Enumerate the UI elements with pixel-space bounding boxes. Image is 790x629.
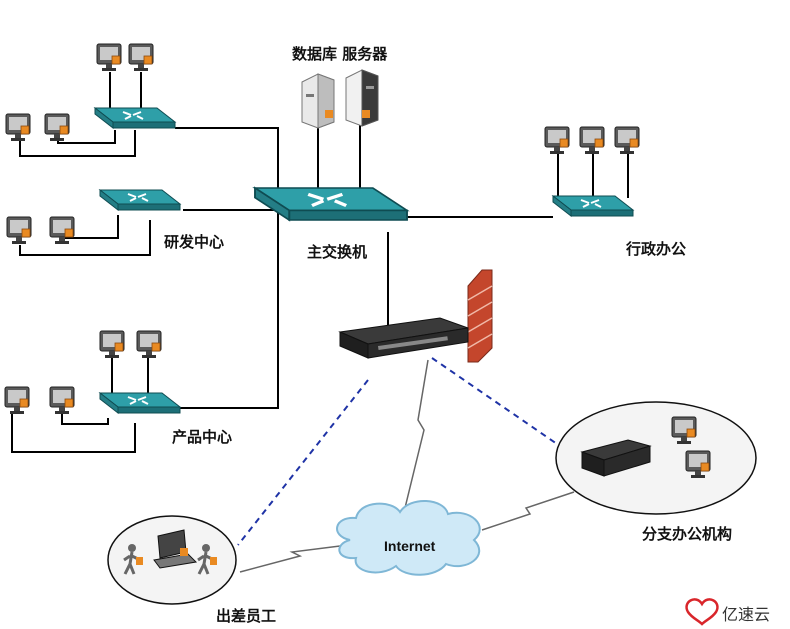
monitor-icon: [49, 386, 75, 415]
database-server-icons: [301, 69, 379, 129]
product-center-label: 产品中心: [172, 428, 232, 446]
rd-center-label: 研发中心: [164, 233, 224, 251]
monitor-icon: [614, 126, 640, 155]
admin-monitors: [544, 126, 640, 155]
internet-label: Internet: [384, 538, 436, 554]
yisu-logo: 亿速云: [685, 598, 770, 626]
travel-staff-label: 出差员工: [216, 607, 276, 625]
travel-staff-group: [107, 515, 237, 605]
monitor-icon: [49, 216, 75, 245]
monitor-icon: [96, 43, 122, 72]
firewall-icon: [467, 269, 493, 363]
rd-switch-icon: [99, 189, 181, 211]
internet-cloud-icon: [336, 499, 481, 576]
product-switch-icon: [99, 392, 181, 414]
watermark-text: 亿速云: [722, 605, 770, 624]
branch-office-group: [555, 401, 757, 515]
admin-office-label: 行政办公: [625, 240, 686, 258]
monitor-icon: [44, 113, 70, 142]
vpn-gateway-icon: [338, 317, 469, 359]
servers-label: 数据库 服务器: [292, 45, 388, 63]
admin-switch-icon: [552, 195, 634, 217]
internet-links: [239, 359, 575, 573]
laptop-icon: [153, 529, 198, 569]
monitor-icon: [5, 113, 31, 142]
monitor-icon: [579, 126, 605, 155]
core-switch-label: 主交换机: [307, 243, 367, 261]
branch-office-label: 分支办公机构: [642, 525, 732, 543]
monitor-icon: [6, 216, 32, 245]
top-left-switch-icon: [94, 107, 176, 129]
monitor-icon: [136, 330, 162, 359]
monitor-icon: [544, 126, 570, 155]
monitor-icon: [128, 43, 154, 72]
monitor-icon: [99, 330, 125, 359]
rd-monitors: [6, 216, 75, 245]
monitor-icon: [4, 386, 30, 415]
vpn-links: [237, 357, 561, 546]
